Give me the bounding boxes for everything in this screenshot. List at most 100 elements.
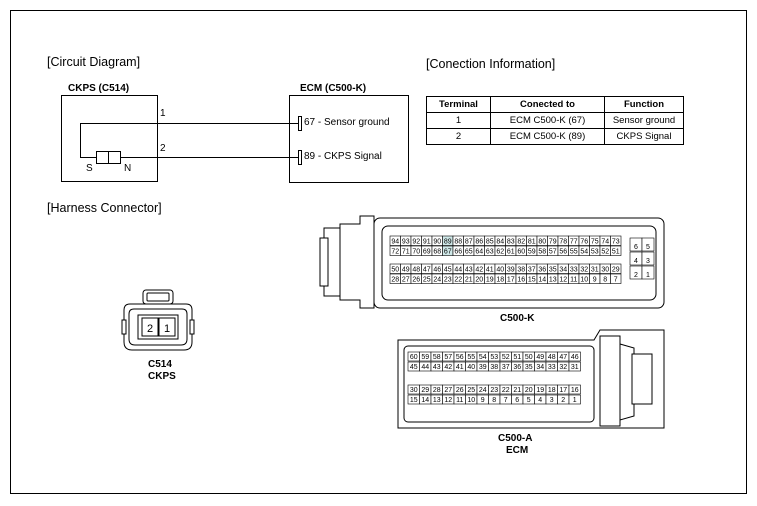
c500a-pin-label: 38 <box>490 364 498 371</box>
c500k-pin-label: 60 <box>517 249 525 256</box>
c514-left-key <box>121 319 127 335</box>
wire-pin1 <box>80 123 299 124</box>
c500k-pin-label: 28 <box>391 277 399 284</box>
c500a-pin-label: 19 <box>536 387 544 394</box>
c500a-pin-label: 40 <box>467 364 475 371</box>
c500a-pin-label: 52 <box>502 354 510 361</box>
c500a-pin-label: 50 <box>525 354 533 361</box>
c500a-pin-label: 39 <box>479 364 487 371</box>
ecm-pin89-marker <box>298 150 302 165</box>
c500a-lever <box>599 335 621 427</box>
c500k-pin-label: 77 <box>570 239 578 246</box>
c500k-side-pin-label: 1 <box>646 272 650 279</box>
c500k-pin-label: 65 <box>465 249 473 256</box>
c500a-pin-label: 51 <box>513 354 521 361</box>
c500k-pin-label: 73 <box>612 239 620 246</box>
c500k-pin-label: 64 <box>475 249 483 256</box>
c500a-pin-label: 59 <box>421 354 429 361</box>
c500k-pin-label: 15 <box>528 277 536 284</box>
n-pole-label: N <box>124 163 132 174</box>
c500k-pin-label: 55 <box>570 249 578 256</box>
table-header: Conected to <box>490 96 605 113</box>
table-header-row: Terminal Conected to Function <box>426 96 684 113</box>
c500k-pin-label: 19 <box>486 277 494 284</box>
c500a-label: C500-A <box>498 433 533 444</box>
circuit-diagram-heading: [Circuit Diagram] <box>47 55 141 69</box>
c500a-pin-label: 60 <box>410 354 418 361</box>
c514-pin-1 <box>158 317 176 337</box>
c500a-pin-label: 31 <box>571 364 579 371</box>
c500a-pin-label: 30 <box>410 387 418 394</box>
c514-pin-1-label: 1 <box>164 323 170 335</box>
c500k-pin-label: 57 <box>549 249 557 256</box>
c500a-pin-label: 12 <box>444 397 452 404</box>
c500a-pin-cell <box>568 394 581 405</box>
c500a-pin-label: 47 <box>559 354 567 361</box>
c500a-pin-label: 48 <box>548 354 556 361</box>
c500k-pin-label: 30 <box>601 267 609 274</box>
c500k-pin-label: 33 <box>570 267 578 274</box>
c500a-pin-label: 34 <box>536 364 544 371</box>
c500k-pin-label: 26 <box>412 277 420 284</box>
c500a-pin-label: 35 <box>525 364 533 371</box>
c500k-pin-label: 13 <box>549 277 557 284</box>
c500a-pin-label: 29 <box>421 387 429 394</box>
table-cell: 1 <box>426 112 491 129</box>
c500a-pin-label: 32 <box>559 364 567 371</box>
s-pole-label: S <box>86 163 93 174</box>
c500k-pin-label: 58 <box>538 249 546 256</box>
c500a-pin-label: 3 <box>550 397 554 404</box>
c500a-pin-label: 17 <box>559 387 567 394</box>
table-cell: ECM C500-K (67) <box>490 112 605 129</box>
table-header: Terminal <box>426 96 491 113</box>
c500a-pin-label: 44 <box>421 364 429 371</box>
c500a-pin-label: 9 <box>481 397 485 404</box>
c500a-pin-label: 43 <box>433 364 441 371</box>
connection-info-heading: [Conection Information] <box>426 57 556 71</box>
ecm-pin-67-label: 67 - Sensor ground <box>304 117 390 128</box>
c500a-pin-label: 11 <box>456 397 463 404</box>
c500a-pin-label: 2 <box>561 397 565 404</box>
c500k-pin-label: 22 <box>454 277 462 284</box>
wire-pin2 <box>121 157 299 158</box>
c500a-pin-cell <box>568 351 581 362</box>
c500a-pin-label: 8 <box>492 397 496 404</box>
c500a-pin-label: 56 <box>456 354 464 361</box>
table-row: 1 ECM C500-K (67) Sensor ground <box>426 112 684 129</box>
c500k-side-pin-cell <box>641 251 655 266</box>
c500k-pin-label: 46 <box>433 267 441 274</box>
c500k-pin-label: 38 <box>517 267 525 274</box>
c500a-sub-label: ECM <box>506 445 529 456</box>
c500k-pin-label: 45 <box>444 267 452 274</box>
c500k-pin-label: 88 <box>454 239 462 246</box>
table-row: 2 ECM C500-K (89) CKPS Signal <box>426 128 684 145</box>
c500k-pin-label: 71 <box>402 249 410 256</box>
c500k-pin-label: 51 <box>612 249 620 256</box>
c500a-pin-label: 7 <box>504 397 508 404</box>
ecm-title: ECM (C500-K) <box>300 83 367 94</box>
c500k-pin-label: 67 <box>444 249 452 256</box>
table-header: Function <box>604 96 684 113</box>
c500k-pin-label: 76 <box>580 239 588 246</box>
c500a-pin-label: 14 <box>421 397 429 404</box>
c500a-pin-cell <box>568 384 581 395</box>
c514-sub-label: CKPS <box>148 371 176 382</box>
c500k-pin-label: 53 <box>591 249 599 256</box>
c500k-pin-label: 25 <box>423 277 431 284</box>
c500a-pin-label: 26 <box>456 387 464 394</box>
c500k-side-pin-label: 6 <box>634 244 638 251</box>
c500a-handle <box>631 353 653 405</box>
c500k-pin-label: 40 <box>496 267 504 274</box>
c500a-pin-label: 46 <box>571 354 579 361</box>
ecm-pin67-marker <box>298 116 302 131</box>
c500k-pin-label: 35 <box>549 267 557 274</box>
c500a-pin-label: 27 <box>444 387 452 394</box>
c500k-pin-label: 79 <box>549 239 557 246</box>
pin1-label: 1 <box>160 108 166 119</box>
c500a-pin-cell <box>568 361 581 372</box>
c514-latch-inner <box>146 292 170 302</box>
c500k-pin-label: 82 <box>517 239 525 246</box>
c500k-pin-cell <box>610 273 622 284</box>
c500k-pin-label: 87 <box>465 239 473 246</box>
c500k-pin-label: 14 <box>538 277 546 284</box>
